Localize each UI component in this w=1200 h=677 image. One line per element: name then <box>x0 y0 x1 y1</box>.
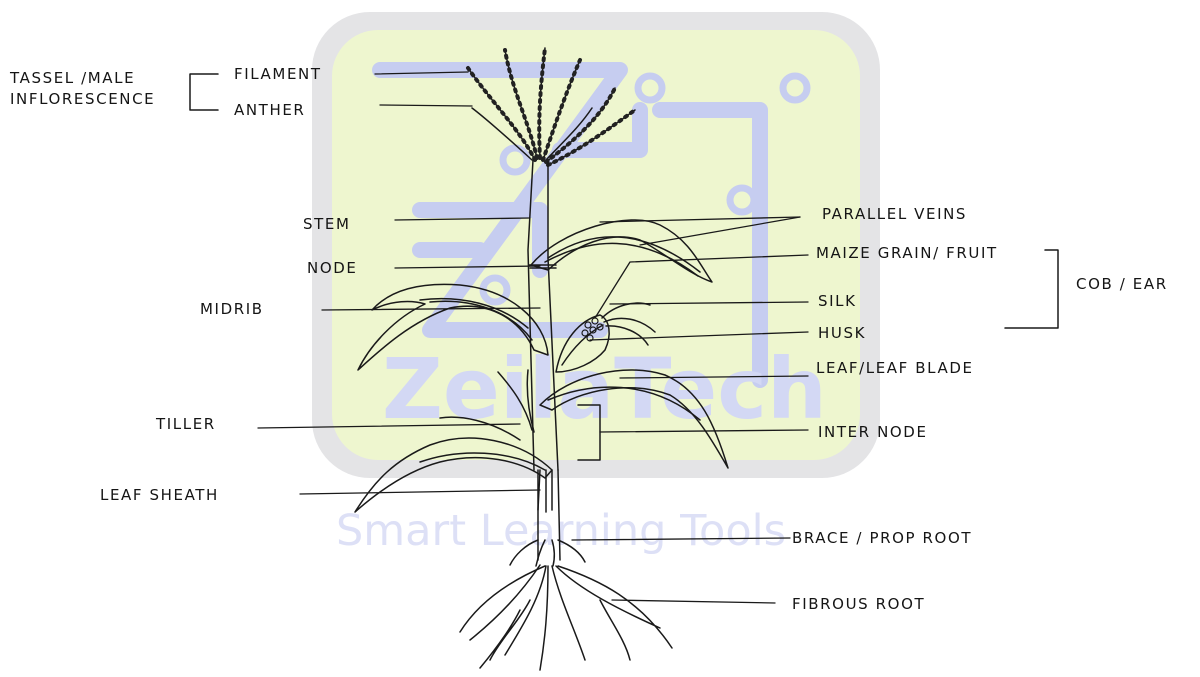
fibrous-roots <box>460 565 672 670</box>
label-husk: HUSK <box>818 325 866 341</box>
label-midrib: MIDRIB <box>200 301 264 317</box>
label-inflorescence: INFLORESCENCE <box>10 91 155 107</box>
label-leaf-sheath: LEAF SHEATH <box>100 487 219 503</box>
label-parallel-veins: PARALLEL VEINS <box>822 206 967 222</box>
cob-bracket <box>1005 250 1058 328</box>
label-brace-root: BRACE / PROP ROOT <box>792 530 972 546</box>
tassel-drawing <box>468 48 635 165</box>
label-cob-ear: COB / EAR <box>1076 276 1168 292</box>
label-anther: ANTHER <box>234 102 305 118</box>
lower-left-leaf <box>355 438 552 512</box>
label-maize-grain: MAIZE GRAIN/ FRUIT <box>816 245 998 261</box>
tassel-bracket <box>190 74 218 110</box>
label-tassel: TASSEL /MALE <box>10 70 135 86</box>
label-node: NODE <box>307 260 357 276</box>
husk-drawing <box>556 315 609 372</box>
brace-roots <box>510 540 585 566</box>
tiller-leaves <box>498 370 534 432</box>
internode-bracket <box>578 405 600 460</box>
label-stem: STEM <box>303 216 351 232</box>
label-fibrous-root: FIBROUS ROOT <box>792 596 925 612</box>
label-leaf-blade: LEAF/LEAF BLADE <box>816 360 974 376</box>
label-tiller: TILLER <box>156 416 216 432</box>
leaf-sheath-drawing <box>538 470 552 512</box>
pointer-lines <box>258 72 808 603</box>
label-filament: FILAMENT <box>234 66 322 82</box>
label-silk: SILK <box>818 293 857 309</box>
label-internode: INTER NODE <box>818 424 928 440</box>
anthers <box>468 48 635 165</box>
